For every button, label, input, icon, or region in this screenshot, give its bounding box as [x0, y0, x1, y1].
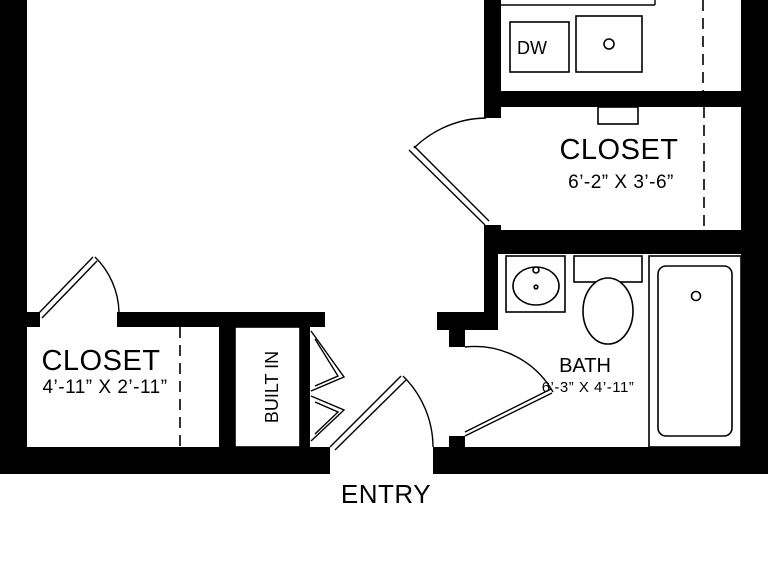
upper-closet-door-arc — [413, 117, 487, 149]
bath-door-leaf-inner — [464, 388, 552, 433]
builtin-bifold-upper — [310, 330, 346, 392]
bottom-wall-left — [0, 447, 330, 474]
closet-shelf-bracket — [597, 106, 639, 125]
bottom-wall-right — [433, 447, 768, 474]
bath-name: BATH — [559, 355, 611, 377]
lower-closet-dims: 4’-11” X 2’-11” — [42, 377, 167, 398]
bath-door-arc — [464, 345, 554, 393]
faucet-icon — [532, 266, 540, 274]
bath-jamb-top — [437, 312, 498, 330]
bathroom: BATH 6’-3” X 4’-11” — [464, 255, 742, 448]
upper-closet-name: CLOSET — [559, 134, 678, 166]
built-in-cabinet: BUILT IN — [234, 326, 346, 448]
builtin-divider-wall — [300, 312, 310, 447]
entry-label: ENTRY — [341, 479, 431, 509]
tub-drain-icon — [690, 290, 702, 302]
kitchen-bottom-wall — [484, 91, 768, 107]
entry-door[interactable] — [329, 375, 434, 451]
dishwasher-label: DW — [517, 38, 547, 58]
closet-bottom-wall — [484, 230, 768, 254]
built-in-box — [234, 326, 301, 448]
walls — [0, 0, 768, 474]
dishwasher-box — [509, 21, 570, 73]
lower-closet-top-wall-left — [27, 312, 40, 327]
drain-icon — [533, 284, 539, 290]
kitchen-area: DW — [501, 0, 704, 91]
entry-door-arc — [402, 375, 434, 448]
builtin-bifold-lower-inner — [314, 401, 340, 435]
built-in-label: BUILT IN — [262, 351, 282, 423]
bath-jamb-bottom-post — [449, 436, 465, 456]
closet-divider-wall — [219, 312, 235, 447]
upper-closet-door-leaf — [408, 149, 486, 226]
entry-door-leaf-inner — [334, 379, 407, 451]
sink-drain-icon — [603, 38, 615, 50]
lower-closet-door-leaf — [37, 256, 94, 315]
upper-closet-door-leaf-inner — [413, 145, 490, 222]
entry-door-leaf — [329, 375, 402, 448]
lower-closet-door-leaf-inner — [41, 260, 98, 319]
builtin-bifold-lower — [310, 395, 346, 442]
builtin-bifold-upper-inner — [314, 338, 340, 387]
bath-dims: 6’-3” X 4’-11” — [542, 379, 635, 396]
left-exterior-wall — [0, 0, 27, 474]
bathtub-inner — [657, 265, 733, 437]
lower-closet-door-arc — [94, 256, 120, 313]
right-wall — [741, 0, 768, 474]
kitchen-left-wall — [484, 0, 501, 118]
bath-door-leaf — [464, 392, 553, 437]
bath-left-wall — [484, 230, 498, 330]
upper-closet-dims: 6’-2” X 3’-6” — [568, 172, 674, 193]
toilet-bowl — [582, 277, 634, 345]
lower-closet-name: CLOSET — [41, 345, 160, 377]
bath-jamb-top-post — [449, 312, 465, 347]
upper-closet: CLOSET 6’-2” X 3’-6” — [408, 106, 705, 230]
lower-closet: CLOSET 4’-11” X 2’-11” — [37, 256, 181, 447]
